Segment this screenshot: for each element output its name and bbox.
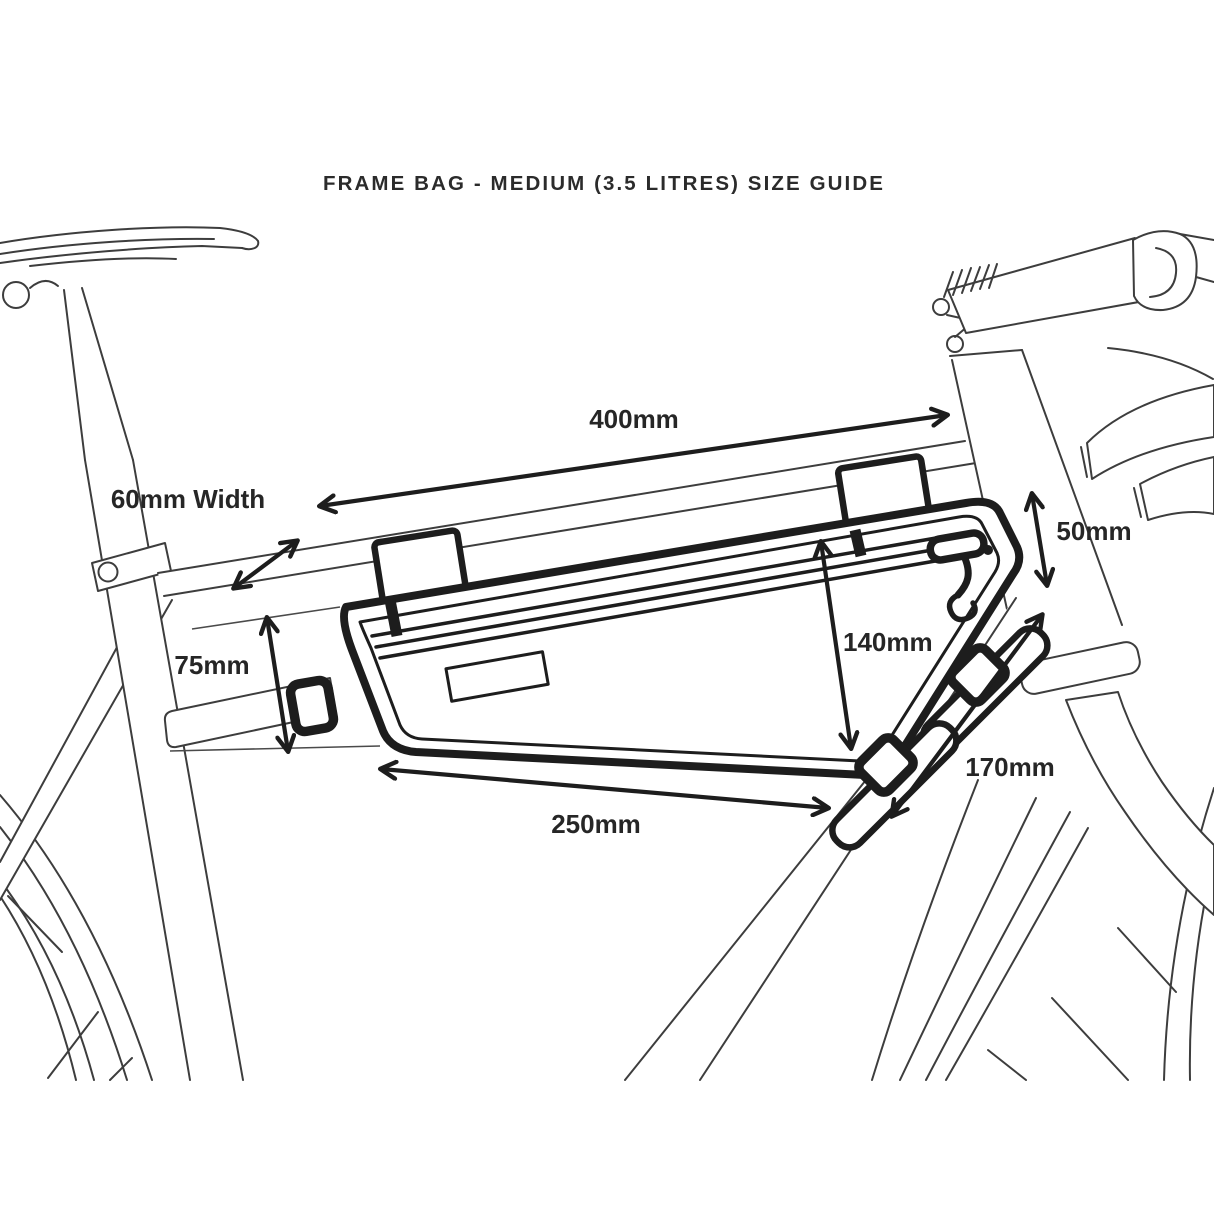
dimension-250mm: 250mm xyxy=(381,769,828,839)
stem-spacer-hatch xyxy=(943,263,998,298)
seat-tube xyxy=(63,287,244,1081)
bag-label-patch xyxy=(444,650,550,703)
dimension-label-140mm: 140mm xyxy=(843,627,933,657)
dimension-170mm: 170mm xyxy=(892,615,1055,816)
dimension-label-75mm: 75mm xyxy=(174,650,249,680)
top-strap-left-tail xyxy=(384,598,403,638)
dimension-annotations: 400mm 60mm Width 75mm 50mm 140mm xyxy=(111,404,1132,839)
saddle xyxy=(0,226,260,309)
dimension-label-400mm: 400mm xyxy=(589,404,679,434)
dimension-label-250mm: 250mm xyxy=(551,809,641,839)
front-wheel xyxy=(871,779,1214,1081)
dimension-400mm: 400mm xyxy=(320,404,947,506)
dimension-label-170mm: 170mm xyxy=(965,752,1055,782)
diagram-title: FRAME BAG - MEDIUM (3.5 LITRES) SIZE GUI… xyxy=(323,172,885,195)
handlebar-drops xyxy=(1080,347,1214,521)
dimension-50mm: 50mm xyxy=(1032,494,1132,585)
dimension-75mm: 75mm xyxy=(169,606,381,751)
front-strap-buckle xyxy=(285,675,339,737)
dimension-label-60mm: 60mm Width xyxy=(111,484,265,514)
zipper-slider xyxy=(926,529,993,564)
dimension-60mm-width: 60mm Width xyxy=(111,484,297,588)
stem xyxy=(943,230,1214,334)
dimension-label-50mm: 50mm xyxy=(1056,516,1131,546)
top-strap-right-tail xyxy=(849,528,867,558)
